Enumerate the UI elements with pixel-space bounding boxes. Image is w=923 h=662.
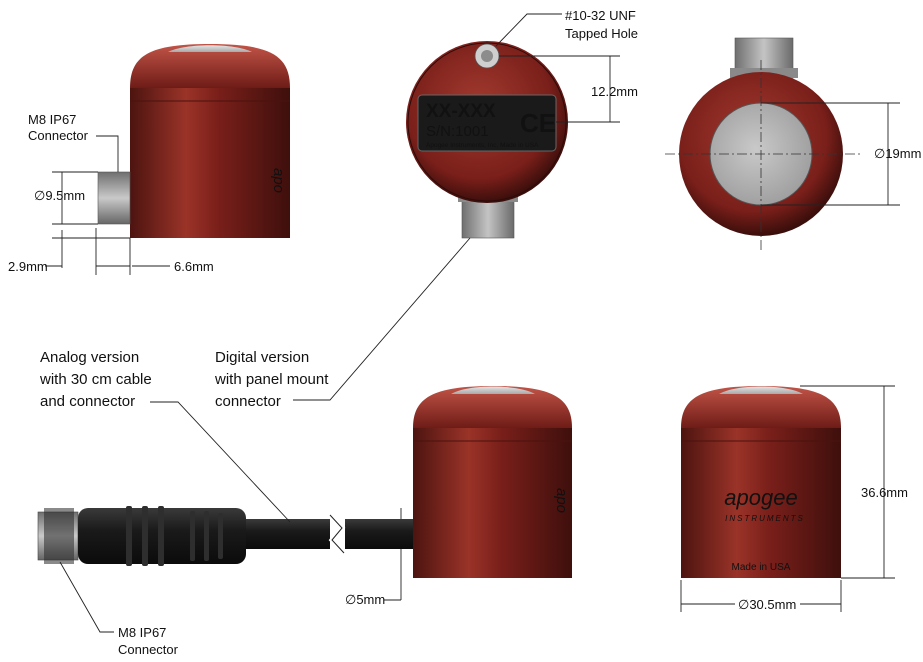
tapped-hole-line1: #10-32 UNF — [565, 8, 636, 23]
analog-line3: and connector — [40, 393, 135, 410]
sensor-dia-dimension: ∅19mm — [761, 102, 921, 206]
tapped-hole-callout: #10-32 UNF Tapped Hole — [495, 8, 638, 47]
analog-line2: with 30 cm cable — [39, 371, 152, 388]
side-logo-bottom: apo — [553, 488, 570, 513]
label-model: XX-XXX — [426, 101, 496, 122]
connector-offset-text: 2.9mm — [8, 259, 48, 274]
m8-top-label-2: Connector — [28, 128, 89, 143]
connector-dia-text: ∅9.5mm — [34, 188, 85, 203]
cable — [245, 513, 413, 555]
digital-line1: Digital version — [215, 349, 309, 366]
bottom-view-label: XX-XXX S/N:1001 CE Apogee Instruments, I… — [406, 41, 568, 239]
sensor-dia-text: ∅19mm — [874, 146, 921, 161]
height-text: 36.6mm — [861, 485, 908, 500]
label-footer: Apogee Instruments, Inc. Made in USA — [426, 142, 539, 149]
analog-callout: Analog version with 30 cm cable and conn… — [39, 349, 291, 523]
body-dia-dimension: ∅30.5mm — [680, 580, 842, 612]
hole-offset-text: 12.2mm — [591, 84, 638, 99]
body-dia-text: ∅30.5mm — [738, 597, 796, 612]
m8-bottom-label-1: M8 IP67 — [118, 625, 166, 640]
cable-connector — [37, 506, 246, 566]
analog-line1: Analog version — [40, 349, 139, 366]
logo-main: apogee — [724, 485, 797, 510]
height-dimension: 36.6mm — [800, 385, 908, 579]
hole-offset-dimension: 12.2mm — [499, 55, 638, 123]
connector-offset-dimensions: 2.9mm 6.6mm — [8, 228, 214, 275]
digital-line2: with panel mount — [214, 371, 329, 388]
digital-line3: connector — [215, 393, 281, 410]
front-view: apogee INSTRUMENTS Made in USA — [681, 386, 841, 578]
cable-dia-text: ∅5mm — [345, 592, 385, 607]
digital-callout: Digital version with panel mount connect… — [214, 237, 471, 410]
side-view-analog: apo — [413, 386, 572, 578]
tapped-hole-line2: Tapped Hole — [565, 26, 638, 41]
label-ce-mark: CE — [520, 108, 556, 138]
cable-dia-dimension: ∅5mm — [345, 508, 402, 607]
m8-top-label-1: M8 IP67 — [28, 112, 76, 127]
m8-top-callout: M8 IP67 Connector — [28, 112, 119, 172]
connector-dia-dimension: ∅9.5mm — [34, 171, 98, 225]
top-view — [665, 37, 860, 250]
label-serial: S/N:1001 — [426, 123, 489, 140]
m8-bottom-label-2: Connector — [118, 642, 179, 657]
made-in-usa: Made in USA — [732, 562, 791, 573]
side-view-digital: apo — [97, 44, 290, 238]
m8-bottom-callout: M8 IP67 Connector — [59, 561, 179, 657]
logo-sub: INSTRUMENTS — [725, 514, 805, 523]
connector-length-text: 6.6mm — [174, 259, 214, 274]
side-logo-top: apo — [270, 168, 287, 193]
